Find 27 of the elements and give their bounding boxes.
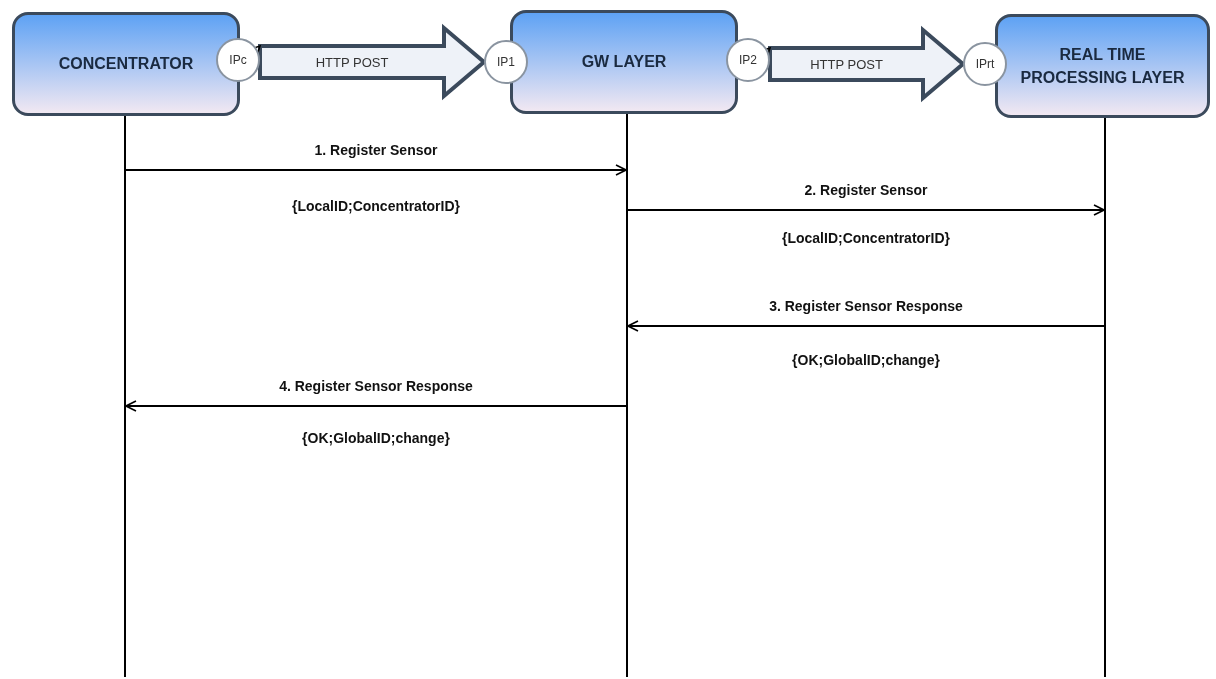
protocol-label: HTTP POST: [810, 56, 883, 72]
protocol-label: HTTP POST: [315, 54, 389, 70]
message-parameters: {OK;GlobalID;change}: [792, 352, 940, 368]
lifeline: [124, 116, 126, 677]
message-label: 3. Register Sensor Response: [769, 298, 963, 314]
port-circle: [484, 40, 528, 84]
message-arrow: [125, 400, 627, 412]
port-label: IP2: [739, 53, 757, 67]
message-arrow: [125, 164, 627, 176]
message-parameters: {OK;GlobalID;change}: [302, 430, 450, 446]
message-arrow: [627, 204, 1105, 216]
participant-name: REAL TIME PROCESSING LAYER: [1019, 44, 1186, 88]
lifeline: [1104, 118, 1106, 677]
port-label: IPrt: [975, 57, 995, 71]
participant-box: [995, 14, 1210, 118]
port-circle: [963, 42, 1007, 86]
message-label: 1. Register Sensor: [314, 142, 438, 158]
lifeline: [626, 114, 628, 677]
participant-name: CONCENTRATOR: [58, 54, 194, 75]
message-arrow: [627, 320, 1105, 332]
message-parameters: {LocalID;ConcentratorID}: [782, 230, 950, 246]
participant-name: GW LAYER: [581, 52, 667, 73]
port-label: IPc: [229, 53, 247, 67]
message-parameters: {LocalID;ConcentratorID}: [292, 198, 460, 214]
message-label: 4. Register Sensor Response: [279, 378, 473, 394]
message-label: 2. Register Sensor: [804, 182, 928, 198]
port-label: IP1: [497, 55, 515, 69]
